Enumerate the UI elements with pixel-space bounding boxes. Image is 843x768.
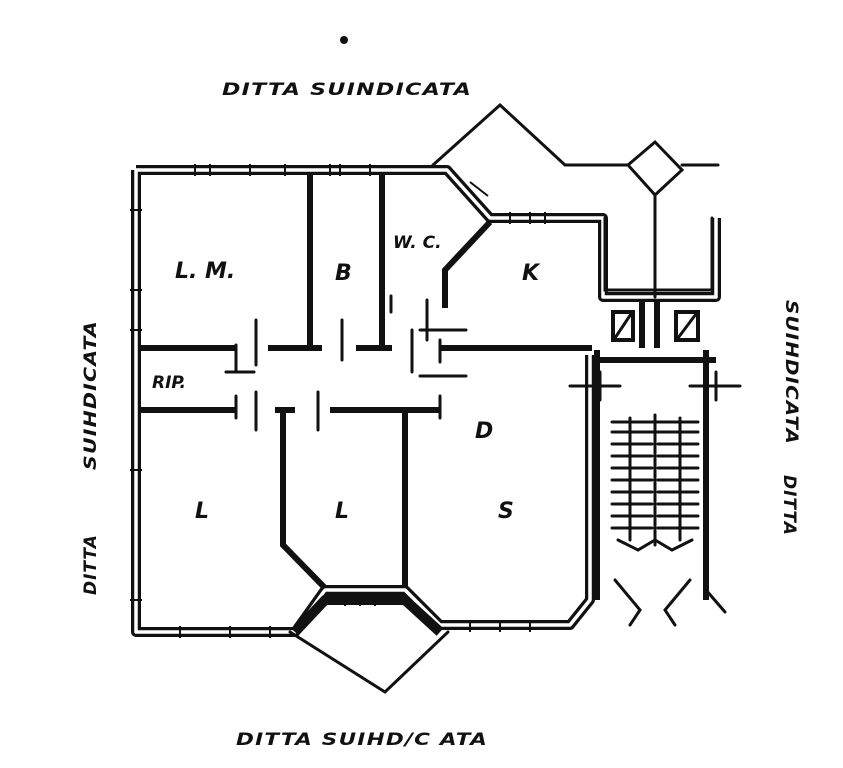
- boundary-label-bottom: DITTA SUIHD/C ATA: [236, 730, 488, 750]
- room-label-wc: W. C.: [393, 233, 442, 253]
- outer-wall: [131, 165, 721, 637]
- bottom-terrace-outline: [288, 595, 450, 694]
- room-label-bath: B: [335, 261, 352, 286]
- room-label-hall: D: [475, 419, 493, 444]
- room-label-bedroom-2: L: [335, 499, 349, 524]
- window-marks: [130, 164, 546, 638]
- door-jambs: [224, 294, 468, 432]
- room-label-lm: L. M.: [175, 259, 235, 284]
- internal-walls: [141, 172, 716, 591]
- boundary-label-left-1: DITTA: [81, 534, 101, 595]
- boundary-label-left-2: SUIHDICATA: [81, 320, 101, 470]
- boundary-label-right-2: SUIHDICATA: [781, 300, 801, 445]
- boundary-label-right-1: DITTA: [779, 475, 799, 536]
- top-terrace-outline: [431, 102, 720, 299]
- room-label-kitchen: K: [522, 261, 541, 286]
- room-label-bedroom-1: L: [195, 499, 209, 524]
- room-label-living: S: [498, 499, 514, 524]
- boundary-label-top: DITTA SUINDICATA: [222, 80, 472, 100]
- stairwell: [568, 300, 742, 627]
- room-label-storage: RIP.: [152, 373, 186, 393]
- north-dot: [340, 36, 348, 44]
